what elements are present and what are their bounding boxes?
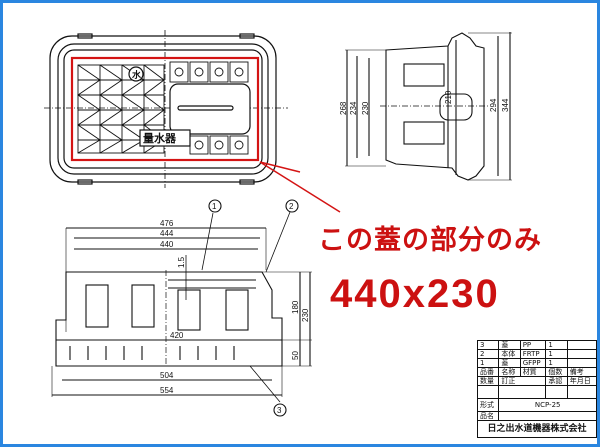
revision-approver: 承認	[545, 376, 568, 386]
svg-text:420: 420	[170, 331, 184, 340]
revision-cell	[545, 385, 568, 399]
svg-text:504: 504	[160, 371, 174, 380]
revision-content: 訂正	[498, 376, 547, 386]
top-view-labels: 水 量水器	[132, 69, 177, 145]
part-material: PP	[519, 340, 547, 350]
svg-text:444: 444	[160, 229, 174, 238]
header-material: 材質	[519, 367, 547, 377]
part-remarks	[566, 349, 598, 359]
name-label: 品名	[476, 411, 500, 421]
part-qty: 1	[545, 340, 568, 350]
lid-highlight	[70, 56, 260, 162]
header-no: 品番	[476, 367, 500, 377]
header-remarks: 備考	[566, 367, 598, 377]
svg-text:476: 476	[160, 219, 174, 228]
part-no: 2	[476, 349, 500, 359]
part-name: 蓋	[498, 340, 521, 350]
svg-text:440: 440	[160, 240, 174, 249]
front-view-dimensions: 476 444 440 1.5 420 504 554 180 230 50 1…	[160, 202, 310, 415]
svg-text:2: 2	[289, 202, 294, 211]
part-material: FRTP	[519, 349, 547, 359]
svg-text:230: 230	[301, 308, 310, 322]
name-row: 品名	[476, 411, 597, 421]
part-qty: 1	[545, 358, 568, 368]
model-label: 形式	[476, 398, 500, 412]
svg-text:234: 234	[349, 101, 358, 115]
parts-row: 3 蓋 PP 1	[476, 340, 598, 350]
part-name: 本体	[498, 349, 521, 359]
svg-text:210: 210	[444, 90, 453, 104]
svg-text:344: 344	[501, 98, 510, 112]
lid-size-label: 440x230	[330, 272, 500, 316]
revision-cell	[566, 385, 598, 399]
revision-cell	[498, 385, 547, 399]
svg-text:554: 554	[160, 386, 174, 395]
svg-text:50: 50	[291, 351, 300, 360]
header-name: 名称	[498, 367, 521, 377]
svg-text:1: 1	[212, 202, 217, 211]
title-block: 3 蓋 PP 1 2 本体 FRTP 1 1 蓋 GFPP 1 品番 名称 材質…	[476, 340, 598, 438]
part-remarks	[566, 340, 598, 350]
revision-date: 年月日	[566, 376, 598, 386]
front-view	[51, 199, 312, 417]
name-value	[498, 411, 597, 421]
revision-count: 数量	[476, 376, 500, 386]
svg-text:3: 3	[277, 406, 282, 415]
part-no: 3	[476, 340, 500, 350]
side-view-dimensions: 268 234 230 210 294 344	[339, 90, 510, 115]
water-symbol: 水	[132, 69, 142, 81]
revision-row	[476, 385, 598, 399]
model-value: NCP-25	[498, 398, 597, 412]
model-row: 形式 NCP-25	[476, 398, 597, 412]
svg-text:1.5: 1.5	[177, 256, 186, 268]
meter-label: 量水器	[143, 131, 177, 145]
company-row: 日之出水道機器株式会社	[477, 420, 597, 438]
revision-cell	[476, 385, 500, 399]
svg-text:268: 268	[339, 101, 348, 115]
header-qty: 個数	[545, 367, 568, 377]
svg-text:294: 294	[489, 98, 498, 112]
side-view	[345, 32, 512, 181]
svg-text:180: 180	[291, 300, 300, 314]
top-view	[44, 30, 288, 188]
parts-header: 品番 名称 材質 個数 備考	[476, 367, 598, 377]
part-material: GFPP	[519, 358, 547, 368]
lid-only-note: この蓋の部分のみ	[318, 225, 542, 256]
parts-row: 2 本体 FRTP 1	[476, 349, 598, 359]
part-remarks	[566, 358, 598, 368]
company-name: 日之出水道機器株式会社	[477, 420, 597, 438]
revision-header: 数量 訂正 承認 年月日	[476, 376, 598, 386]
part-qty: 1	[545, 349, 568, 359]
part-name: 蓋	[498, 358, 521, 368]
part-no: 1	[476, 358, 500, 368]
svg-text:230: 230	[361, 101, 370, 115]
parts-row: 1 蓋 GFPP 1	[476, 358, 598, 368]
